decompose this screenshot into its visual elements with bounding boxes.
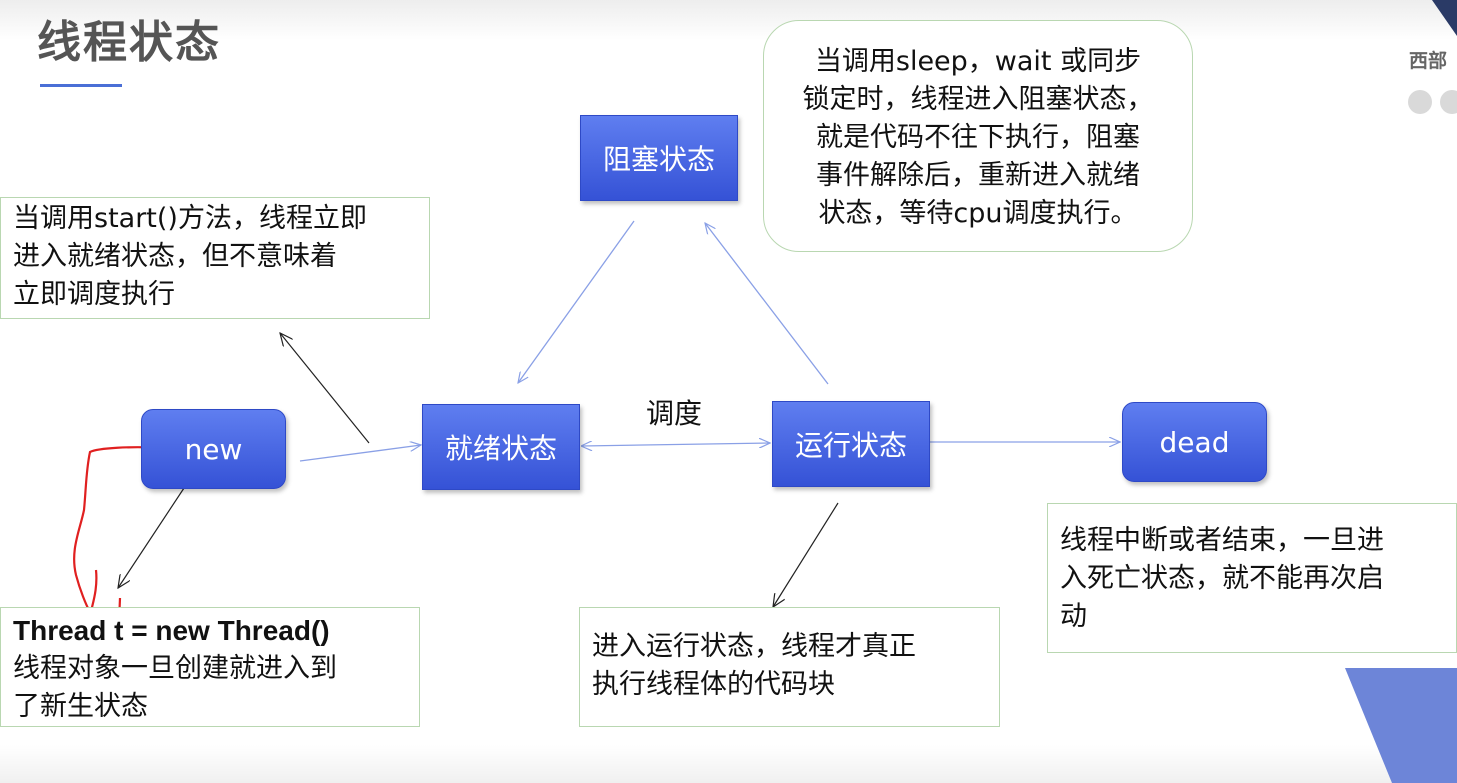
note-new: Thread t = new Thread() 线程对象一旦创建就进入到 了新生… (0, 607, 420, 727)
brand-logo-shape (1432, 0, 1457, 36)
arrow-ready-running (582, 443, 770, 446)
corner-triangle-shape (1345, 668, 1457, 783)
note-start-line-2: 进入就绪状态，但不意味着 (13, 241, 337, 272)
arrow-running-to-note (773, 502, 839, 607)
brand-text: 西部 (1409, 50, 1448, 72)
arrow-running-to-blocked (705, 223, 829, 385)
title-underline (40, 84, 122, 87)
note-blocked-line-5: 状态，等待cpu调度执行。 (818, 198, 1138, 229)
note-blocked-line-2: 锁定时，线程进入阻塞状态， (802, 84, 1154, 115)
arrow-to-start-note (280, 333, 370, 444)
state-running: 运行状态 (772, 401, 930, 487)
note-dead-line-2: 入死亡状态，就不能再次启 (1060, 563, 1384, 594)
state-new: new (141, 409, 286, 489)
bottom-gradient (0, 745, 1457, 783)
note-new-line-1: 线程对象一旦创建就进入到 (13, 653, 337, 684)
state-dead: dead (1122, 402, 1267, 482)
note-running-line-2: 执行线程体的代码块 (592, 669, 835, 700)
arrow-new-to-ready (299, 445, 421, 462)
top-gradient (0, 0, 1457, 40)
note-new-code: Thread t = new Thread() (13, 615, 330, 646)
nav-dot-2 (1440, 90, 1457, 114)
note-start-line-1: 当调用start()方法，线程立即 (13, 203, 367, 234)
note-blocked: 当调用sleep，wait 或同步 锁定时，线程进入阻塞状态， 就是代码不往下执… (763, 20, 1193, 252)
page-title: 线程状态 (37, 17, 221, 68)
note-dead-line-1: 线程中断或者结束，一旦进 (1060, 525, 1384, 556)
note-blocked-line-1: 当调用sleep，wait 或同步 (814, 46, 1142, 77)
state-ready: 就绪状态 (422, 404, 580, 490)
edge-label-schedule: 调度 (646, 397, 703, 430)
note-dead: 线程中断或者结束，一旦进 入死亡状态，就不能再次启 动 (1047, 503, 1457, 653)
note-new-line-2: 了新生状态 (13, 691, 148, 722)
note-start-line-3: 立即调度执行 (13, 279, 175, 310)
note-start: 当调用start()方法，线程立即 进入就绪状态，但不意味着 立即调度执行 (0, 197, 430, 319)
arrow-new-to-code-note (118, 481, 189, 588)
nav-dot-1 (1408, 90, 1432, 114)
note-running-line-1: 进入运行状态，线程才真正 (592, 631, 916, 662)
note-blocked-line-3: 就是代码不往下执行，阻塞 (816, 122, 1140, 153)
arrow-blocked-to-ready (518, 220, 635, 383)
note-blocked-line-4: 事件解除后，重新进入就绪 (816, 160, 1140, 191)
state-blocked: 阻塞状态 (580, 115, 738, 201)
note-running: 进入运行状态，线程才真正 执行线程体的代码块 (579, 607, 1000, 727)
note-dead-line-3: 动 (1060, 601, 1087, 632)
